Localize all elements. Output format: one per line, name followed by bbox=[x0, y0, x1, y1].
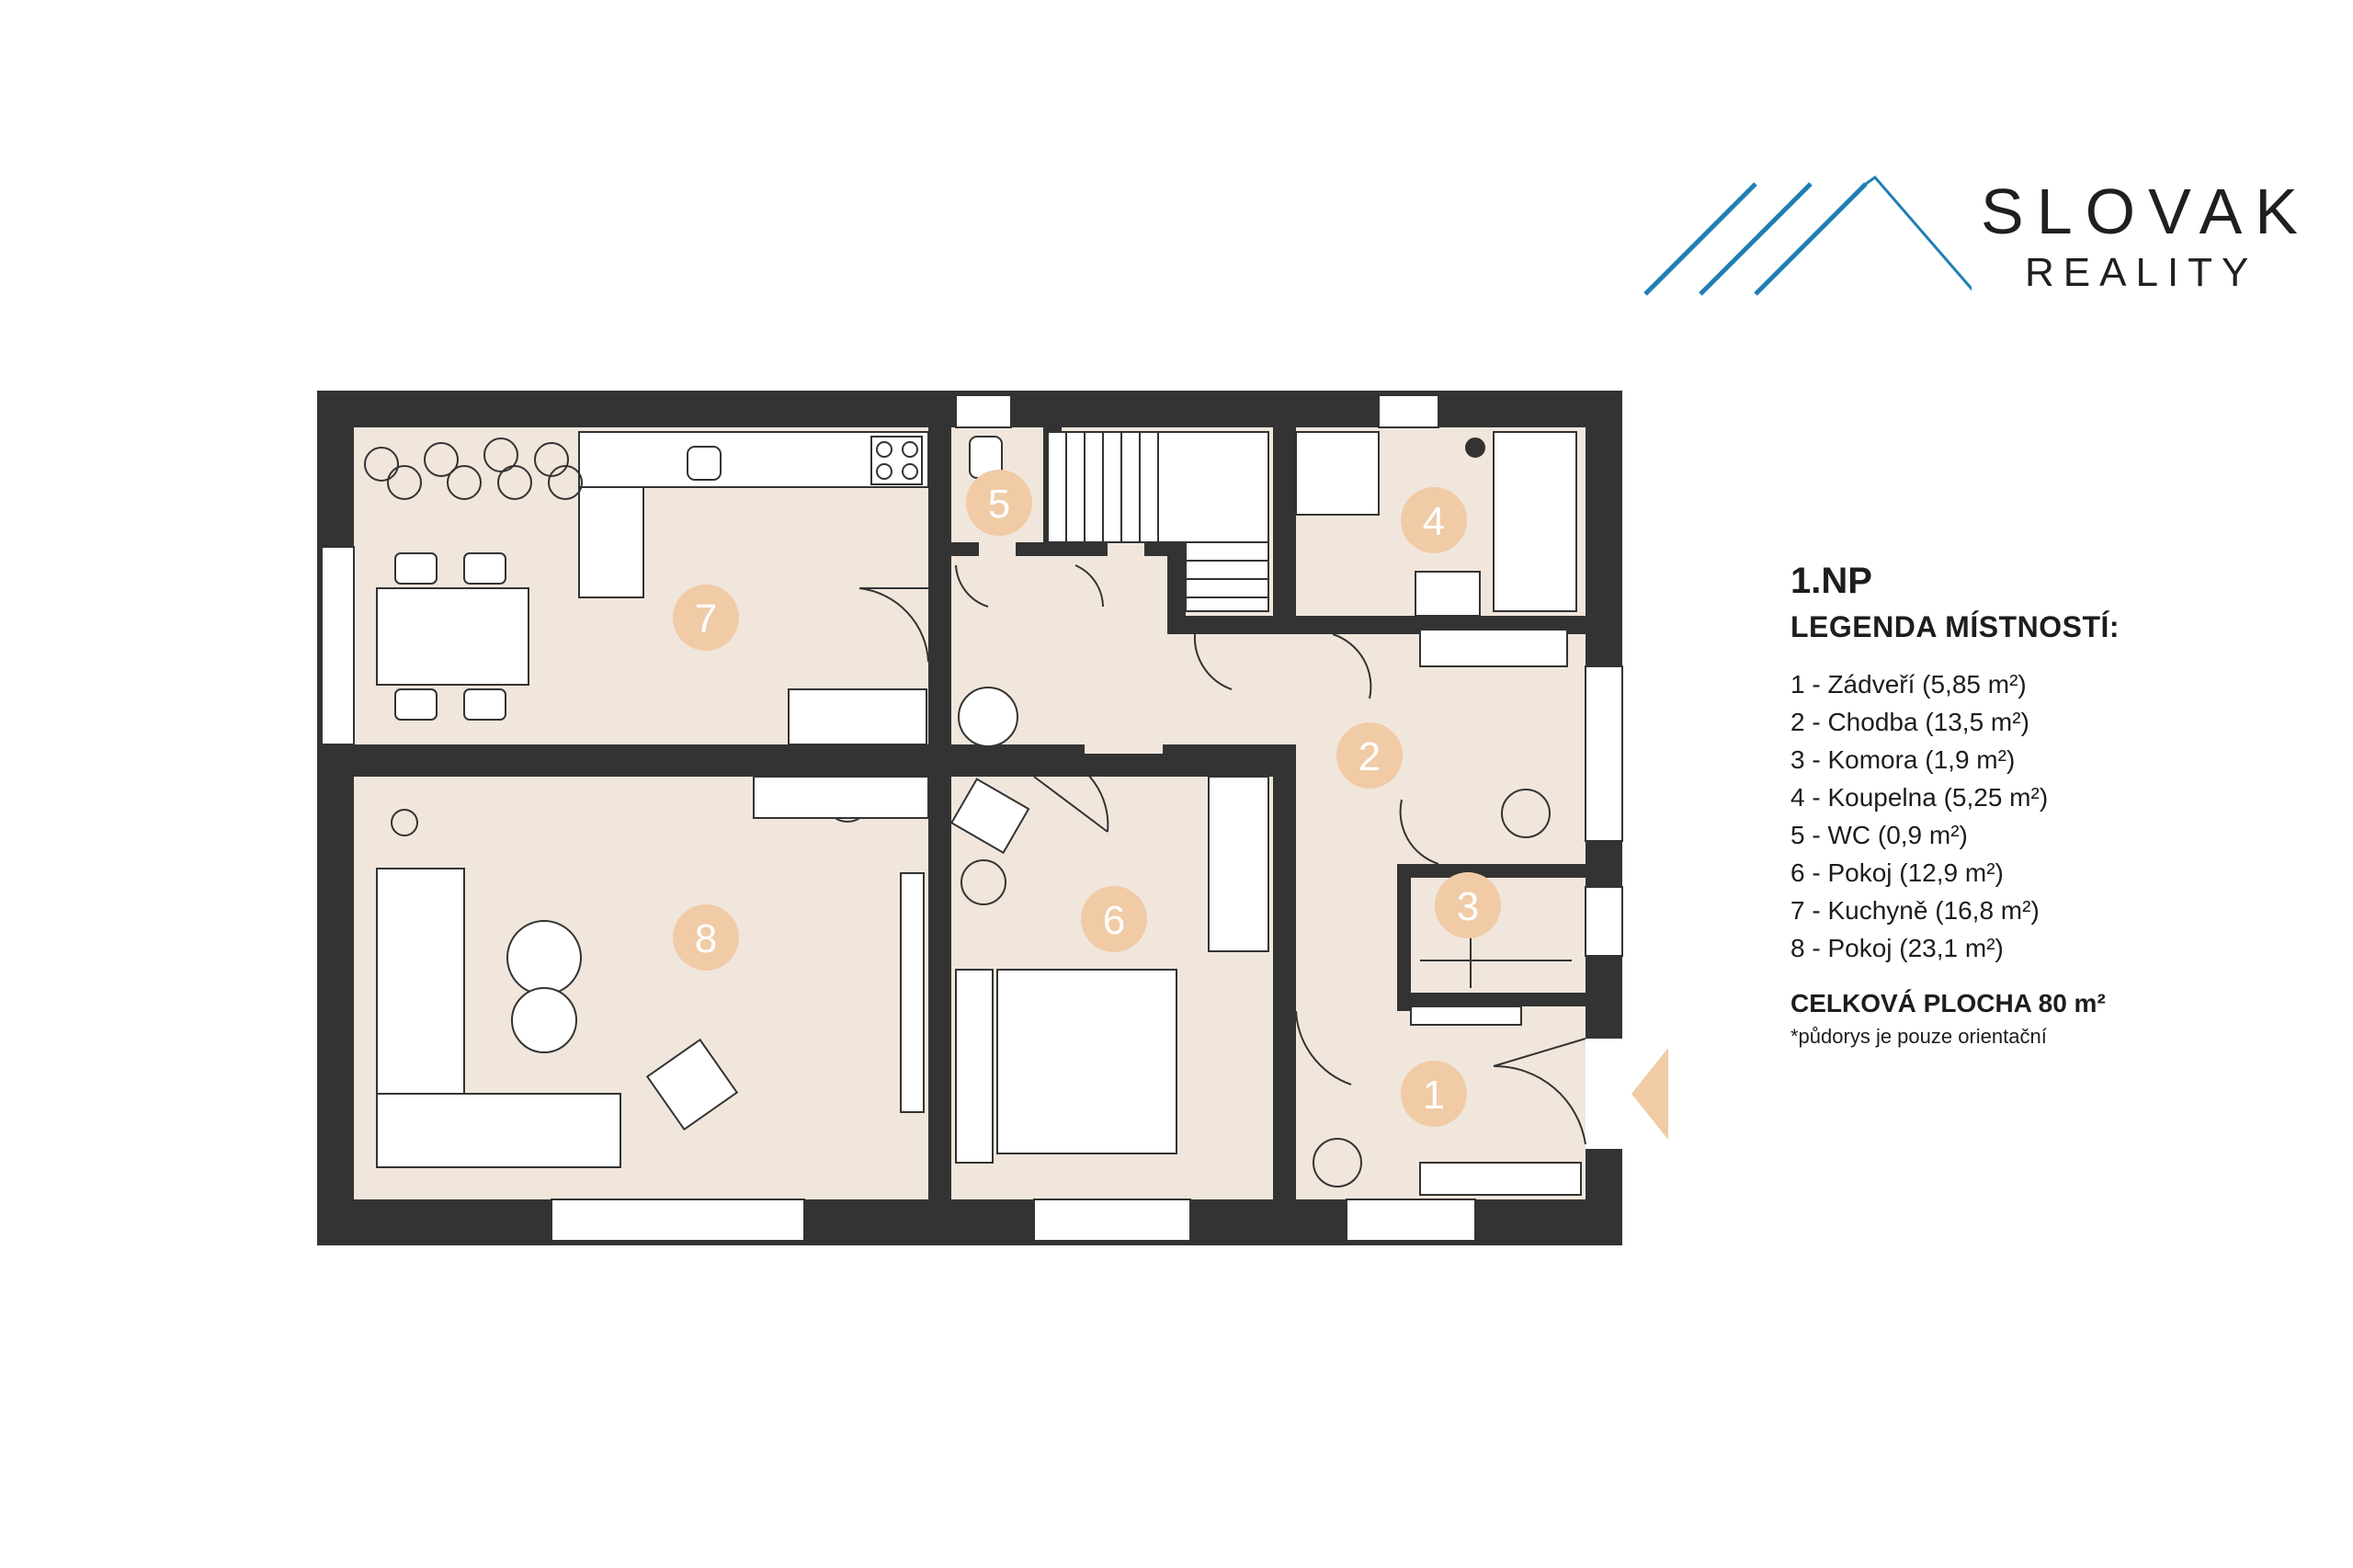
legend-room-list: 1 - Zádveří (5,85 m²) 2 - Chodba (13,5 m… bbox=[1790, 665, 2305, 967]
kitchen-furniture bbox=[376, 431, 1018, 747]
legend-room-item: 7 - Kuchyně (16,8 m²) bbox=[1790, 896, 2040, 925]
svg-text:2: 2 bbox=[1358, 734, 1381, 779]
bedroom-furniture bbox=[949, 776, 1269, 1164]
logo-mountain-icon bbox=[1643, 175, 1972, 296]
svg-text:6: 6 bbox=[1103, 898, 1125, 943]
room-badge-6: 6 bbox=[1081, 886, 1147, 952]
svg-text:3: 3 bbox=[1457, 884, 1479, 929]
brand-name: SLOVAK bbox=[1981, 176, 2311, 247]
doors bbox=[858, 564, 1586, 1145]
entrance-opening bbox=[1586, 1039, 1622, 1149]
legend-room-item: 8 - Pokoj (23,1 m²) bbox=[1790, 934, 2004, 962]
room-badge-3: 3 bbox=[1435, 872, 1501, 938]
windows bbox=[321, 394, 1623, 1242]
disclaimer-note: *půdorys je pouze orientační bbox=[1790, 1025, 2047, 1048]
legend-room-item: 1 - Zádveří (5,85 m²) bbox=[1790, 670, 2027, 699]
room-badges: 1 2 3 4 5 6 7 8 bbox=[673, 470, 1501, 1127]
legend-room-item: 3 - Komora (1,9 m²) bbox=[1790, 745, 2016, 774]
brand-subtitle: REALITY bbox=[2025, 250, 2258, 295]
svg-text:8: 8 bbox=[695, 916, 717, 961]
brand-logo: SLOVAK REALITY bbox=[1641, 170, 2302, 308]
room-badge-1: 1 bbox=[1401, 1061, 1467, 1127]
floor-plan: 1 2 3 4 5 6 7 8 bbox=[317, 391, 1668, 1245]
svg-text:1: 1 bbox=[1423, 1073, 1445, 1118]
legend-room-item: 2 - Chodba (13,5 m²) bbox=[1790, 708, 2029, 736]
bathroom-fixtures bbox=[969, 431, 1577, 667]
room-badge-4: 4 bbox=[1401, 487, 1467, 553]
room-badge-2: 2 bbox=[1336, 722, 1403, 789]
total-area: CELKOVÁ PLOCHA 80 m² bbox=[1790, 989, 2106, 1017]
room-badge-7: 7 bbox=[673, 585, 739, 651]
legend-room-item: 5 - WC (0,9 m²) bbox=[1790, 821, 1968, 849]
floor-label: 1.NP bbox=[1790, 561, 1872, 601]
legend-room-item: 6 - Pokoj (12,9 m²) bbox=[1790, 858, 2004, 887]
room-legend: 1.NP LEGENDA MÍSTNOSTÍ: 1 - Zádveří (5,8… bbox=[1790, 557, 2305, 1051]
legend-room-item: 4 - Koupelna (5,25 m²) bbox=[1790, 783, 2049, 812]
staircase bbox=[1047, 431, 1269, 612]
legend-title: LEGENDA MÍSTNOSTÍ: bbox=[1790, 610, 2120, 643]
svg-text:4: 4 bbox=[1423, 499, 1445, 544]
living-room-furniture bbox=[376, 776, 929, 1168]
svg-text:5: 5 bbox=[988, 482, 1010, 527]
plant-icons bbox=[364, 437, 1551, 1187]
entrance-arrow-icon bbox=[1631, 1048, 1668, 1140]
room-badge-8: 8 bbox=[673, 904, 739, 971]
room-badge-5: 5 bbox=[966, 470, 1032, 536]
svg-text:7: 7 bbox=[695, 597, 717, 642]
